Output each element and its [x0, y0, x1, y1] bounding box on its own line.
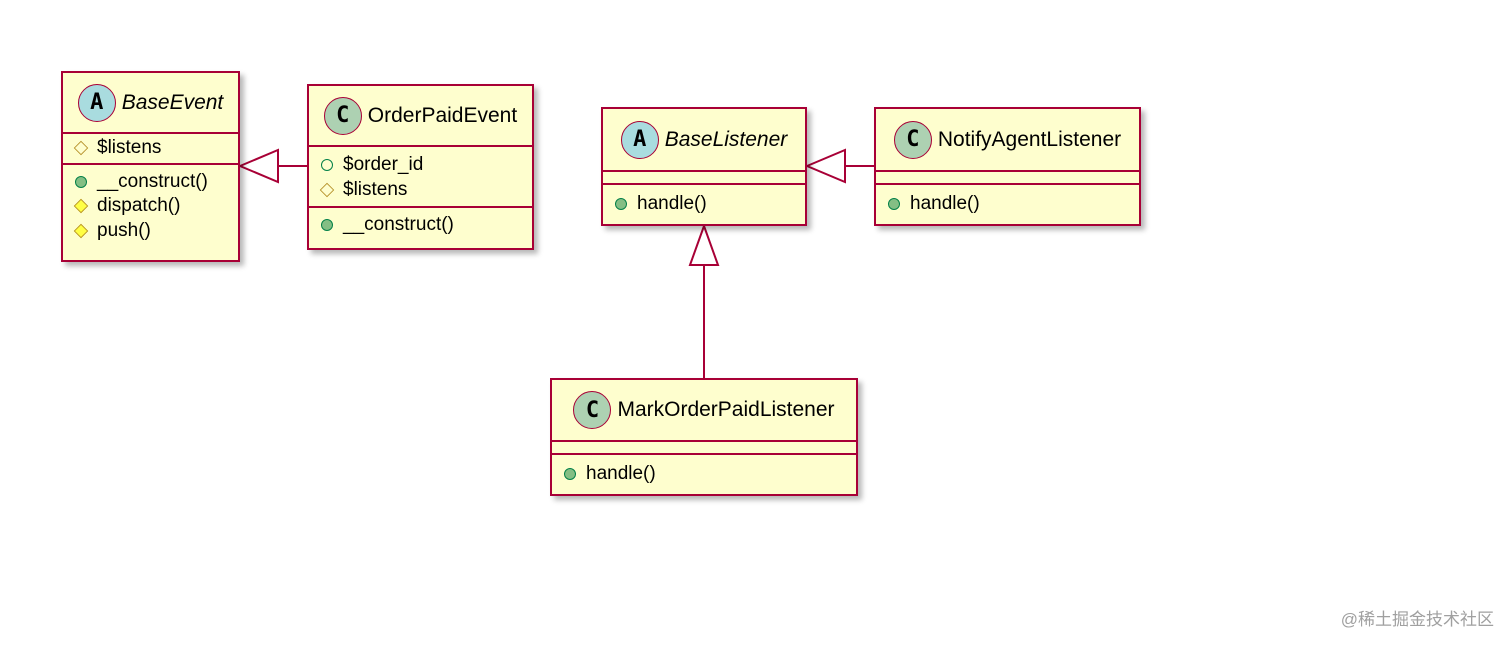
method-text: __construct()	[97, 170, 208, 192]
class-name: BaseListener	[664, 127, 788, 151]
methods-section: handle()	[876, 185, 1139, 219]
method-text: push()	[97, 219, 151, 241]
field-text: $order_id	[343, 154, 424, 176]
method-text: __construct()	[343, 214, 454, 236]
method-push: push()	[73, 219, 238, 244]
abstract-class-icon: A	[620, 120, 659, 159]
field-text: $listens	[343, 178, 408, 200]
class-name: MarkOrderPaidListener	[617, 398, 835, 421]
class-notify-agent-listener[interactable]: C NotifyAgentListener handle()	[874, 107, 1141, 226]
protected-visibility-icon	[73, 223, 89, 238]
abstract-class-icon: A	[77, 83, 116, 122]
class-name: BaseEvent	[121, 90, 224, 114]
field-text: $listens	[97, 137, 162, 159]
method-handle: handle()	[564, 462, 856, 487]
class-header: C NotifyAgentListener	[876, 109, 1139, 172]
class-icon: C	[893, 120, 932, 159]
public-visibility-icon	[888, 198, 900, 211]
class-order-paid-event[interactable]: C OrderPaidEvent $order_id $listens __co…	[307, 84, 534, 250]
methods-section: __construct() dispatch() push()	[63, 165, 238, 246]
method-text: handle()	[637, 193, 707, 215]
method-construct: __construct()	[321, 213, 532, 238]
method-handle: handle()	[615, 192, 805, 217]
public-visibility-icon	[321, 159, 333, 172]
fields-section	[603, 172, 805, 185]
method-text: handle()	[586, 463, 656, 485]
method-text: dispatch()	[97, 195, 181, 217]
class-header: A BaseListener	[603, 109, 805, 172]
protected-visibility-icon	[73, 199, 89, 214]
fields-section: $order_id $listens	[309, 147, 532, 208]
class-name: OrderPaidEvent	[367, 103, 518, 127]
protected-visibility-icon	[319, 182, 335, 197]
public-visibility-icon	[615, 198, 627, 211]
public-visibility-icon	[321, 219, 333, 232]
class-base-listener[interactable]: A BaseListener handle()	[601, 107, 807, 226]
methods-section: handle()	[552, 455, 856, 489]
methods-section: handle()	[603, 185, 805, 219]
fields-section: $listens	[63, 134, 238, 165]
class-header: C MarkOrderPaidListener	[552, 380, 856, 442]
method-handle: handle()	[888, 192, 1139, 217]
field-listens: $listens	[319, 178, 532, 203]
class-header: C OrderPaidEvent	[309, 86, 532, 147]
field-listens: $listens	[73, 136, 238, 161]
watermark: @稀土掘金技术社区	[1340, 610, 1494, 629]
method-dispatch: dispatch()	[73, 194, 238, 219]
field-order-id: $order_id	[321, 153, 532, 178]
inheritance-arrow-baseevent	[237, 148, 279, 184]
inheritance-arrow-baselistener-right	[804, 148, 846, 184]
class-mark-order-paid-listener[interactable]: C MarkOrderPaidListener handle()	[550, 378, 858, 496]
inheritance-arrow-baselistener-bottom	[688, 223, 720, 266]
class-icon: C	[573, 391, 612, 429]
methods-section: __construct()	[309, 208, 532, 240]
class-base-event[interactable]: A BaseEvent $listens __construct() dispa…	[61, 71, 240, 262]
public-visibility-icon	[75, 175, 87, 188]
protected-visibility-icon	[73, 141, 89, 156]
class-header: A BaseEvent	[63, 73, 238, 134]
public-visibility-icon	[564, 468, 576, 481]
class-name: NotifyAgentListener	[937, 127, 1122, 151]
class-icon: C	[323, 96, 362, 135]
method-text: handle()	[910, 193, 980, 215]
fields-section	[876, 172, 1139, 185]
fields-section	[552, 442, 856, 455]
method-construct: __construct()	[75, 170, 238, 195]
